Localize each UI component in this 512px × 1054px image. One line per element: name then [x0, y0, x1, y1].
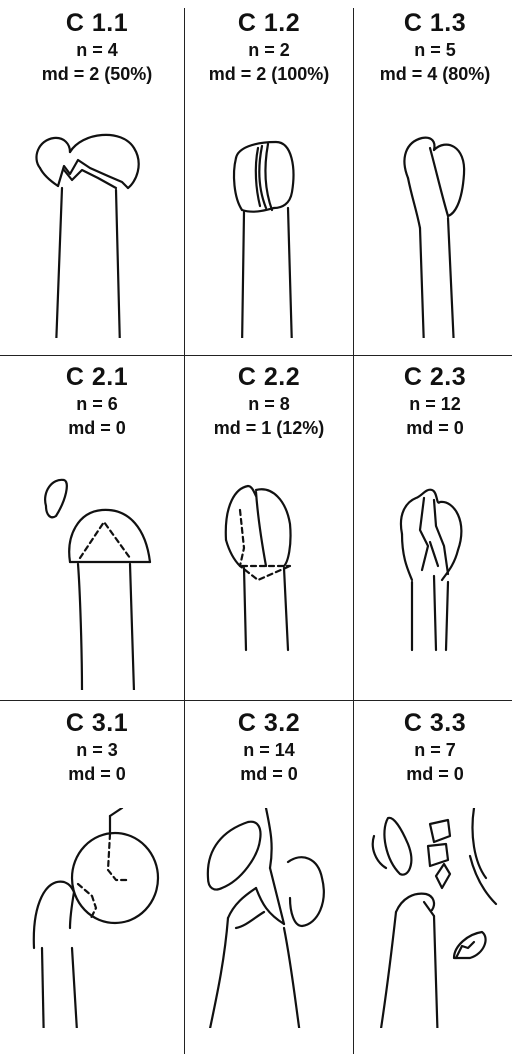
- row-divider-1: [0, 355, 512, 356]
- fracture-drawing-c21: [12, 470, 182, 690]
- fracture-drawing-c12: [184, 118, 354, 338]
- cell-n: n = 3: [12, 738, 182, 762]
- cell-code: C 3.2: [184, 708, 354, 738]
- cell-md: md = 1 (12%): [184, 416, 354, 440]
- cell-c13: C 1.3 n = 5 md = 4 (80%): [350, 8, 512, 86]
- cell-n: n = 7: [350, 738, 512, 762]
- cell-c22: C 2.2 n = 8 md = 1 (12%): [184, 362, 354, 440]
- fracture-drawing-c11: [12, 118, 182, 338]
- cell-code: C 2.3: [350, 362, 512, 392]
- cell-code: C 2.2: [184, 362, 354, 392]
- cell-code: C 3.1: [12, 708, 182, 738]
- cell-md: md = 0: [184, 762, 354, 786]
- cell-c11: C 1.1 n = 4 md = 2 (50%): [12, 8, 182, 86]
- cell-md: md = 0: [12, 762, 182, 786]
- cell-c31: C 3.1 n = 3 md = 0: [12, 708, 182, 786]
- cell-c21: C 2.1 n = 6 md = 0: [12, 362, 182, 440]
- fracture-drawing-c13: [350, 118, 512, 338]
- cell-md: md = 2 (50%): [12, 62, 182, 86]
- cell-c32: C 3.2 n = 14 md = 0: [184, 708, 354, 786]
- cell-n: n = 14: [184, 738, 354, 762]
- cell-md: md = 0: [350, 416, 512, 440]
- cell-n: n = 2: [184, 38, 354, 62]
- cell-n: n = 8: [184, 392, 354, 416]
- cell-n: n = 4: [12, 38, 182, 62]
- cell-n: n = 5: [350, 38, 512, 62]
- cell-code: C 2.1: [12, 362, 182, 392]
- fracture-drawing-c23: [350, 470, 512, 690]
- fracture-drawing-c33: [350, 808, 512, 1028]
- fracture-drawing-c31: [12, 808, 182, 1028]
- cell-code: C 1.1: [12, 8, 182, 38]
- fracture-drawing-c32: [184, 808, 354, 1028]
- cell-code: C 1.2: [184, 8, 354, 38]
- cell-md: md = 0: [12, 416, 182, 440]
- fracture-drawing-c22: [184, 470, 354, 690]
- cell-c23: C 2.3 n = 12 md = 0: [350, 362, 512, 440]
- cell-md: md = 2 (100%): [184, 62, 354, 86]
- cell-code: C 3.3: [350, 708, 512, 738]
- cell-n: n = 12: [350, 392, 512, 416]
- cell-md: md = 4 (80%): [350, 62, 512, 86]
- cell-code: C 1.3: [350, 8, 512, 38]
- row-divider-2: [0, 700, 512, 701]
- cell-n: n = 6: [12, 392, 182, 416]
- cell-c12: C 1.2 n = 2 md = 2 (100%): [184, 8, 354, 86]
- cell-md: md = 0: [350, 762, 512, 786]
- cell-c33: C 3.3 n = 7 md = 0: [350, 708, 512, 786]
